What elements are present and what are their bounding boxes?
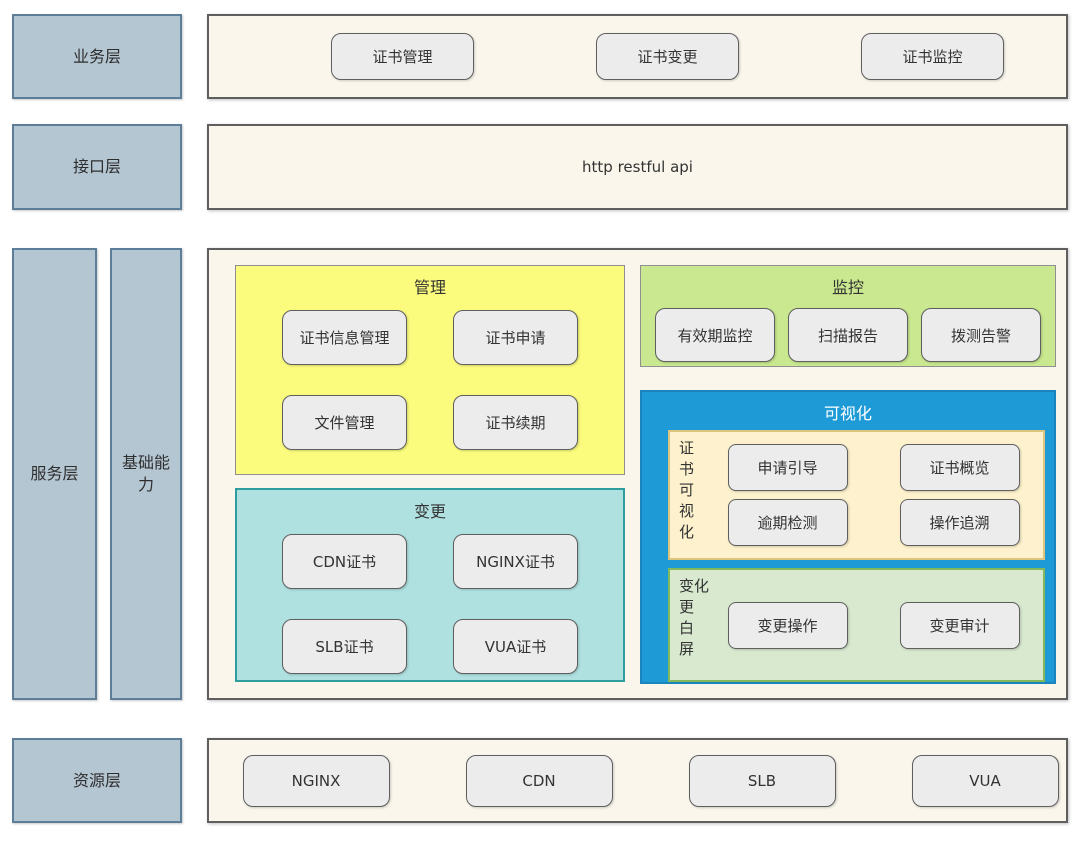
node-vua: VUA xyxy=(911,754,1059,807)
node-operation-trace: 操作追溯 xyxy=(899,499,1020,546)
node-cert-monitor: 证书监控 xyxy=(861,33,1004,80)
subgroup-change-visualization-row: 变更操作 变更审计 xyxy=(704,570,1043,680)
node-cert-management: 证书管理 xyxy=(331,33,474,80)
layer-label-interface: 接口层 xyxy=(12,124,182,210)
http-restful-api-text: http restful api xyxy=(582,158,693,176)
layer-label-basic-capability-text: 基础能力 xyxy=(121,453,170,494)
group-change: 变更 CDN证书 NGINX证书 SLB证书 VUA证书 xyxy=(235,488,625,682)
group-monitoring-title: 监控 xyxy=(831,278,864,297)
subgroup-change-visualization-label: 变更白屏化 xyxy=(677,578,710,662)
group-visualization: 可视化 证书可视化 申请引导 证书概览 逾期检测 操作追溯 变更白屏化 变更操作… xyxy=(640,390,1056,684)
node-file-management: 文件管理 xyxy=(282,395,407,450)
resource-panel: NGINX CDN SLB VUA xyxy=(207,738,1068,823)
node-scan-report: 扫描报告 xyxy=(788,308,908,362)
node-validity-monitor: 有效期监控 xyxy=(655,308,775,362)
group-change-grid: CDN证书 NGINX证书 SLB证书 VUA证书 xyxy=(237,534,623,674)
node-cdn: CDN xyxy=(465,754,613,807)
layer-label-interface-text: 接口层 xyxy=(72,157,121,177)
node-nginx: NGINX xyxy=(242,754,390,807)
node-change-audit: 变更审计 xyxy=(899,601,1020,649)
node-cert-change: 证书变更 xyxy=(596,33,739,80)
node-slb: SLB xyxy=(688,754,836,807)
node-cert-apply: 证书申请 xyxy=(453,310,578,365)
layer-label-resource-text: 资源层 xyxy=(72,770,121,790)
subgroup-cert-visualization-grid: 申请引导 证书概览 逾期检测 操作追溯 xyxy=(704,432,1043,558)
group-monitoring-row: 有效期监控 扫描报告 拨测告警 xyxy=(641,308,1055,362)
node-overdue-detection: 逾期检测 xyxy=(727,499,848,546)
interface-panel: http restful api xyxy=(207,124,1068,210)
node-dial-test-alert: 拨测告警 xyxy=(921,308,1041,362)
group-management-title: 管理 xyxy=(413,278,446,297)
business-panel: 证书管理 证书变更 证书监控 xyxy=(207,14,1068,99)
group-management-grid: 证书信息管理 证书申请 文件管理 证书续期 xyxy=(236,310,624,450)
service-panel: 管理 证书信息管理 证书申请 文件管理 证书续期 变更 CDN证书 NGINX证… xyxy=(207,248,1068,700)
subgroup-cert-visualization: 证书可视化 申请引导 证书概览 逾期检测 操作追溯 xyxy=(668,430,1045,560)
node-cert-overview: 证书概览 xyxy=(899,444,1020,491)
node-slb-cert: SLB证书 xyxy=(282,619,407,674)
group-visualization-title: 可视化 xyxy=(823,404,872,423)
node-vua-cert: VUA证书 xyxy=(453,619,578,674)
layer-label-business-text: 业务层 xyxy=(72,46,121,66)
layer-label-basic-capability: 基础能力 xyxy=(110,248,182,700)
subgroup-cert-visualization-label: 证书可视化 xyxy=(677,440,695,545)
group-change-title: 变更 xyxy=(413,502,446,521)
layer-label-service: 服务层 xyxy=(12,248,97,700)
node-cdn-cert: CDN证书 xyxy=(282,534,407,589)
node-apply-guide: 申请引导 xyxy=(727,444,848,491)
node-cert-renewal: 证书续期 xyxy=(453,395,578,450)
layer-label-resource: 资源层 xyxy=(12,738,182,823)
subgroup-change-visualization: 变更白屏化 变更操作 变更审计 xyxy=(668,568,1045,682)
layer-label-service-text: 服务层 xyxy=(30,464,79,484)
layer-label-business: 业务层 xyxy=(12,14,182,99)
group-monitoring: 监控 有效期监控 扫描报告 拨测告警 xyxy=(640,265,1056,367)
node-nginx-cert: NGINX证书 xyxy=(453,534,578,589)
group-management: 管理 证书信息管理 证书申请 文件管理 证书续期 xyxy=(235,265,625,475)
node-change-operation: 变更操作 xyxy=(727,601,848,649)
node-cert-info-management: 证书信息管理 xyxy=(282,310,407,365)
